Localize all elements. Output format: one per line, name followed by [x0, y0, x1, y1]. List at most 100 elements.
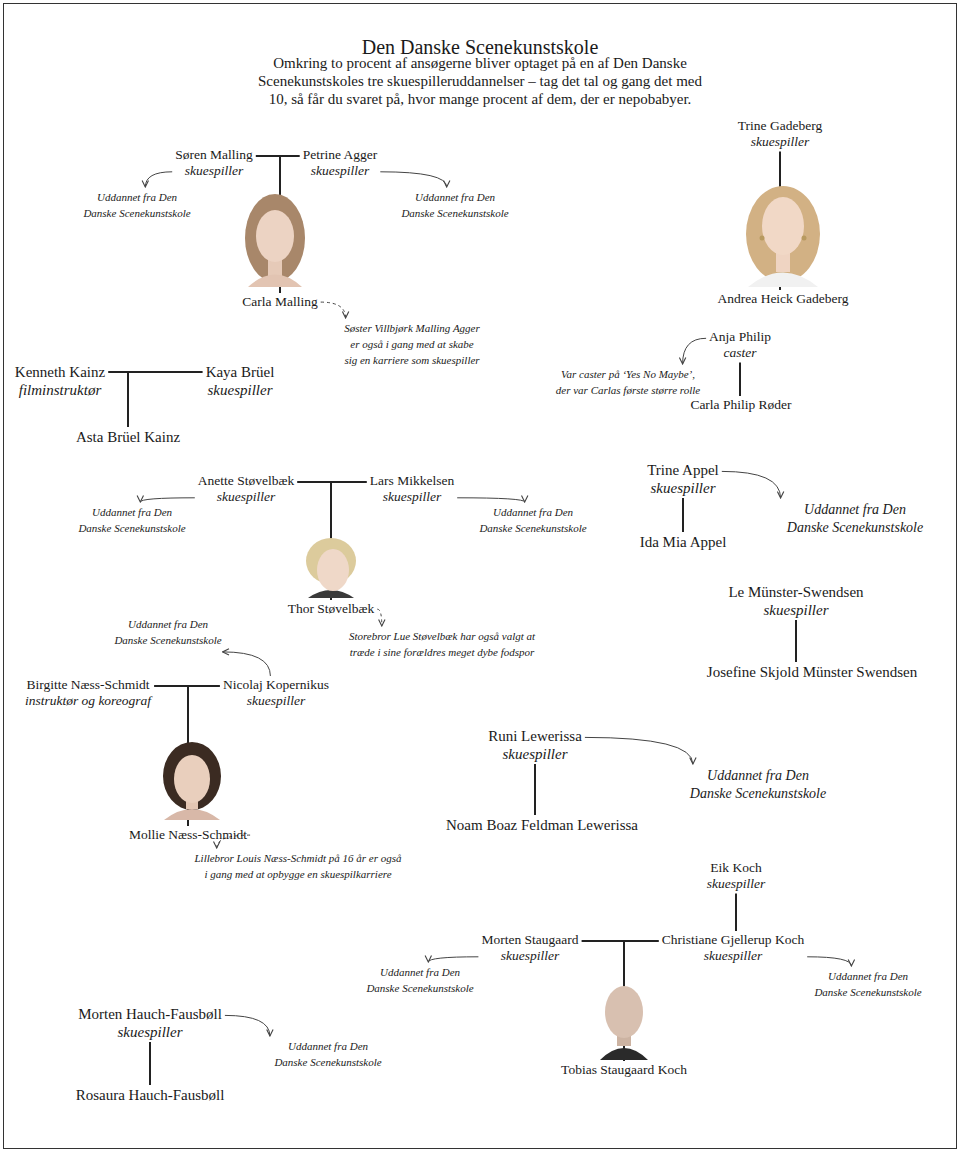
- note-arrow: [722, 471, 781, 498]
- person-node: Trine Gadebergskuespiller: [735, 117, 825, 151]
- person-node: Tobias Staugaard Koch: [558, 1061, 690, 1079]
- family-line: [682, 498, 684, 532]
- note-text: Uddannet fra Den Danske Scenekunstskole: [668, 767, 848, 803]
- portrait-photo: [600, 986, 648, 1060]
- role-label: skuespiller: [198, 489, 294, 505]
- name-label: Rosaura Hauch-Fausbøll: [76, 1086, 225, 1104]
- role-label: skuespiller: [707, 876, 766, 892]
- name-label: Asta Brüel Kainz: [76, 428, 180, 446]
- note-text: Uddannet fra Den Danske Scenekunstskole: [52, 505, 212, 537]
- note-text: Uddannet fra Den Danske Scenekunstskole: [375, 190, 535, 222]
- person-node: Kenneth Kainzfilminstruktør: [12, 362, 108, 400]
- person-node: Carla Philip Røder: [687, 396, 794, 414]
- note-text: Uddannet fra Den Danske Scenekunstskole: [453, 505, 613, 537]
- note-node: Uddannet fra Den Danske Scenekunstskole: [785, 966, 951, 1004]
- person-node: Rosaura Hauch-Fausbøll: [73, 1085, 228, 1105]
- person-node: Ida Mia Appel: [637, 532, 730, 552]
- name-label: Tobias Staugaard Koch: [561, 1062, 687, 1078]
- note-arrow: [683, 338, 707, 364]
- person-node: Josefine Skjold Münster Swendsen: [704, 662, 920, 682]
- name-label: Birgitte Næss-Schmidt: [25, 677, 151, 693]
- person-node: Petrine Aggerskuespiller: [300, 146, 381, 180]
- note-node: Uddannet fra Den Danske Scenekunstskole: [665, 764, 851, 806]
- note-text: Uddannet fra Den Danske Scenekunstskole: [340, 965, 500, 997]
- person-node: Andrea Heick Gadeberg: [715, 290, 852, 308]
- note-text: Uddannet fra Den Danske Scenekunstskole: [765, 501, 945, 537]
- note-node: Uddannet fra Den Danske Scenekunstskole: [337, 962, 503, 1000]
- name-label: Morten Staugaard: [481, 932, 578, 948]
- note-arrow: [223, 652, 271, 676]
- portrait-photo: [245, 194, 305, 287]
- person-node: Eik Kochskuespiller: [704, 859, 769, 893]
- note-node: Uddannet fra Den Danske Scenekunstskole: [49, 502, 215, 540]
- note-text: Søster Villbjørk Malling Agger er også i…: [332, 321, 492, 369]
- person-node: Morten Hauch-Fausbøllskuespiller: [75, 1004, 225, 1042]
- role-label: skuespiller: [662, 948, 804, 964]
- role-label: skuespiller: [481, 948, 578, 964]
- name-label: Josefine Skjold Münster Swendsen: [707, 663, 917, 681]
- name-label: Petrine Agger: [303, 147, 378, 163]
- name-label: Anette Støvelbæk: [198, 473, 294, 489]
- role-label: skuespiller: [206, 381, 275, 399]
- name-label: Andrea Heick Gadeberg: [718, 291, 849, 307]
- person-node: Christiane Gjellerup Kochskuespiller: [659, 931, 807, 965]
- note-node: Uddannet fra Den Danske Scenekunstskole: [450, 502, 616, 540]
- note-text: Var caster på ‘Yes No Maybe’, der var Ca…: [553, 367, 703, 399]
- note-arrow: [457, 498, 525, 502]
- note-arrow: [585, 737, 693, 764]
- person-node: Thor Støvelbæk: [285, 600, 378, 618]
- note-node: Lillebror Louis Næss-Schmidt på 16 år er…: [163, 848, 434, 886]
- person-node: Mollie Næss-Schmidt: [126, 826, 250, 844]
- portrait-photo: [746, 186, 820, 287]
- role-label: skuespiller: [728, 601, 863, 619]
- intro-caption: Omkring to procent af ansøgerne bliver o…: [170, 54, 790, 108]
- note-node: Storebror Lue Støvelbæk har også valgt a…: [322, 626, 563, 664]
- note-node: Uddannet fra Den Danske Scenekunstskole: [54, 187, 220, 225]
- note-text: Uddannet fra Den Danske Scenekunstskole: [788, 969, 948, 1001]
- name-label: Noam Boaz Feldman Lewerissa: [446, 816, 638, 834]
- name-label: Christiane Gjellerup Koch: [662, 932, 804, 948]
- name-label: Kenneth Kainz: [15, 363, 105, 381]
- note-node: Uddannet fra Den Danske Scenekunstskole: [90, 614, 246, 652]
- person-node: Carla Malling: [239, 293, 320, 311]
- note-node: Uddannet fra Den Danske Scenekunstskole: [762, 498, 948, 540]
- note-text: Uddannet fra Den Danske Scenekunstskole: [93, 617, 243, 649]
- role-label: skuespiller: [223, 693, 329, 709]
- page-frame: [3, 3, 957, 1149]
- role-label: skuespiller: [738, 134, 822, 150]
- person-node: Lars Mikkelsenskuespiller: [367, 472, 457, 506]
- note-arrow: [225, 1015, 270, 1036]
- role-label: skuespiller: [175, 163, 253, 179]
- portrait-photo: [163, 742, 221, 820]
- note-arrow: [377, 609, 382, 626]
- person-node: Birgitte Næss-Schmidtinstruktør og koreo…: [22, 676, 154, 710]
- name-label: Morten Hauch-Fausbøll: [78, 1005, 222, 1023]
- name-label: Eik Koch: [707, 860, 766, 876]
- role-label: skuespiller: [370, 489, 454, 505]
- person-node: Anette Støvelbækskuespiller: [195, 472, 297, 506]
- name-label: Carla Philip Røder: [690, 397, 791, 413]
- note-text: Lillebror Louis Næss-Schmidt på 16 år er…: [166, 851, 431, 883]
- person-node: Anja Philipcaster: [706, 328, 774, 362]
- role-label: filminstruktør: [15, 381, 105, 399]
- role-label: skuespiller: [78, 1023, 222, 1041]
- name-label: Thor Støvelbæk: [288, 601, 375, 617]
- name-label: Runi Lewerissa: [488, 727, 582, 745]
- role-label: skuespiller: [303, 163, 378, 179]
- note-text: Uddannet fra Den Danske Scenekunstskole: [57, 190, 217, 222]
- note-arrow: [140, 498, 195, 502]
- name-label: Carla Malling: [242, 294, 317, 310]
- name-label: Le Münster-Swendsen: [728, 583, 863, 601]
- role-label: skuespiller: [488, 745, 582, 763]
- family-line: [795, 620, 797, 662]
- portrait-photo: [306, 538, 356, 598]
- family-line: [108, 372, 128, 427]
- name-label: Lars Mikkelsen: [370, 473, 454, 489]
- family-line: [534, 764, 536, 815]
- person-node: Noam Boaz Feldman Lewerissa: [443, 815, 641, 835]
- note-node: Var caster på ‘Yes No Maybe’, der var Ca…: [550, 364, 706, 402]
- name-label: Trine Gadeberg: [738, 118, 822, 134]
- name-label: Søren Malling: [175, 147, 253, 163]
